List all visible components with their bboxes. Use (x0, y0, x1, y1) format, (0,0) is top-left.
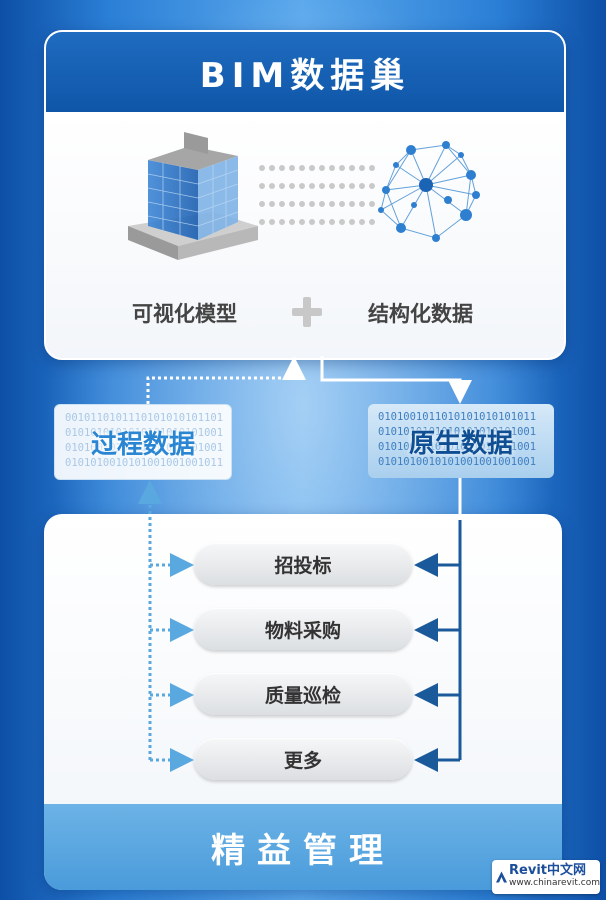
process-binary-text: 0010110101110101010101101 01010101010101… (65, 412, 224, 469)
footer-title: 精益管理 (211, 830, 395, 871)
connection-dot (369, 201, 375, 207)
page-title: BIM数据巢 (199, 55, 411, 96)
bim-data-nest-card: BIM数据巢 (44, 30, 566, 360)
connection-dot (279, 201, 285, 207)
connection-dot (299, 165, 305, 171)
connection-dot (309, 165, 315, 171)
network-sphere-icon (378, 141, 480, 242)
connection-dot (349, 183, 355, 189)
connection-dot (259, 201, 265, 207)
structured-data-label: 结构化数据 (368, 302, 473, 326)
connection-dot (309, 201, 315, 207)
connection-dot (359, 201, 365, 207)
raw-data-box: 0101001011010101010101011 01010101010101… (368, 404, 554, 478)
dotted-connection (259, 165, 375, 225)
connection-dot (349, 165, 355, 171)
building-model-icon (128, 132, 258, 260)
connection-dot (269, 165, 275, 171)
connection-dot (359, 183, 365, 189)
connection-dot (369, 219, 375, 225)
connection-dot (359, 165, 365, 171)
connection-dot (359, 219, 365, 225)
management-item-bidding[interactable]: 招投标 (194, 543, 412, 585)
connection-dot (289, 219, 295, 225)
connection-dot (299, 219, 305, 225)
connection-dot (309, 219, 315, 225)
arrow-process-to-top (146, 356, 306, 404)
footer-bar: 精益管理 (44, 804, 562, 890)
connection-dot (269, 219, 275, 225)
connection-dot (259, 165, 265, 171)
connection-dot (309, 183, 315, 189)
connection-dot (289, 183, 295, 189)
connection-dot (279, 165, 285, 171)
connection-dot (279, 183, 285, 189)
visual-model-label: 可视化模型 (132, 302, 237, 326)
connection-dot (269, 201, 275, 207)
revit-logo-icon (496, 871, 508, 883)
connection-dot (319, 183, 325, 189)
connection-dot (319, 219, 325, 225)
plus-icon (292, 297, 322, 327)
connection-dot (289, 201, 295, 207)
process-data-title: 过程数据 (90, 430, 195, 460)
raw-binary-text: 0101001011010101010101011 01010101010101… (378, 411, 537, 468)
connection-dot (349, 201, 355, 207)
management-item-more[interactable]: 更多 (194, 738, 412, 780)
arrow-to-raw-data (320, 356, 472, 404)
connection-dot (319, 165, 325, 171)
connection-dot (319, 201, 325, 207)
connection-dot (339, 165, 345, 171)
connection-dot (299, 201, 305, 207)
watermark-url: www.chinarevit.com (509, 878, 600, 888)
raw-data-title: 原生数据 (408, 429, 513, 459)
connection-dot (299, 183, 305, 189)
connection-dot (259, 219, 265, 225)
connection-dot (329, 183, 335, 189)
connection-dot (329, 219, 335, 225)
connection-dot (339, 201, 345, 207)
connection-dot (289, 165, 295, 171)
process-data-box: 0010110101110101010101101 01010101010101… (54, 404, 232, 480)
management-item-procurement[interactable]: 物料采购 (194, 608, 412, 650)
lean-management-card: 精益管理 (44, 514, 562, 890)
connection-dot (349, 219, 355, 225)
connection-dot (339, 219, 345, 225)
connection-dot (369, 183, 375, 189)
top-header: BIM数据巢 (46, 32, 564, 112)
connection-dot (329, 165, 335, 171)
watermark-brand: Revit中文网 (509, 863, 587, 878)
connection-dot (279, 219, 285, 225)
connection-dot (339, 183, 345, 189)
connection-dot (269, 183, 275, 189)
top-body: 可视化模型 结构化数据 (46, 112, 564, 358)
connection-dot (329, 201, 335, 207)
connection-dot (259, 183, 265, 189)
watermark: Revit中文网 www.chinarevit.com (492, 860, 600, 894)
management-item-quality-inspection[interactable]: 质量巡检 (194, 673, 412, 715)
connection-dot (369, 165, 375, 171)
